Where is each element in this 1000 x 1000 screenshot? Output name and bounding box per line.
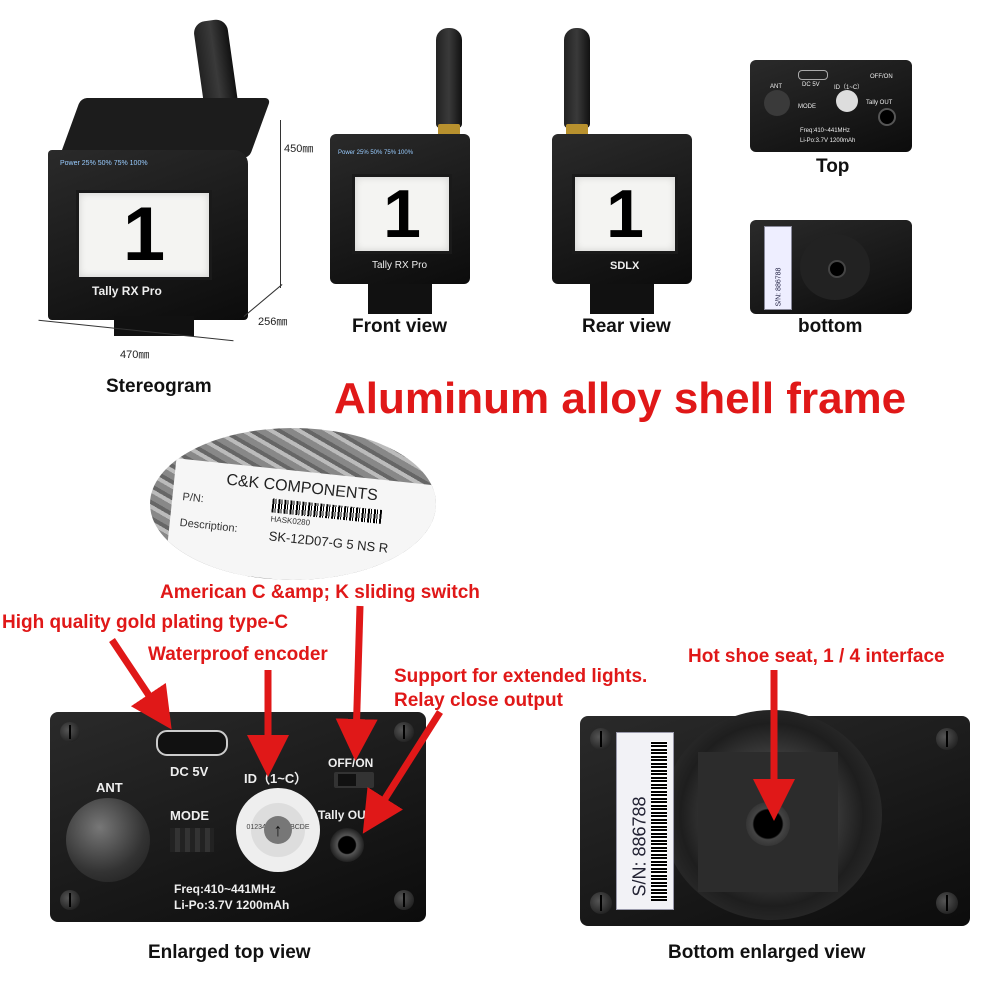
dim-height-line — [280, 120, 281, 288]
model-label: SDLX — [610, 260, 640, 272]
front-view-device: Power 25% 50% 75% 100% 1 Tally RX Pro — [326, 28, 476, 318]
hot-shoe — [114, 316, 194, 336]
callout-encoder: Waterproof encoder — [148, 644, 328, 665]
callout-typec: High quality gold plating type-C — [2, 612, 289, 633]
screw-hole — [828, 260, 846, 278]
ant-label: ANT — [96, 780, 123, 795]
freq-label: Freq:410~441MHz — [174, 882, 276, 896]
rear-view-device: 1 SDLX — [548, 28, 698, 318]
tally-digit: 1 — [606, 176, 644, 252]
tally-out-label: Tally OUT — [866, 100, 893, 106]
tally-display: 1 — [572, 174, 678, 254]
encoder-arrow-icon: ↑ — [264, 816, 292, 844]
dim-width: 470㎜ — [120, 349, 150, 361]
caption-top: Top — [816, 156, 850, 177]
bottom-small-device: S/N: 886788 — [750, 220, 912, 314]
tally-digit: 1 — [383, 176, 421, 252]
dim-height: 450㎜ — [284, 143, 314, 155]
dim-depth: 256㎜ — [258, 316, 288, 328]
id-label: ID（1~C） — [834, 85, 864, 91]
mode-button — [170, 828, 214, 852]
callout-hotshoe: Hot shoe seat, 1 / 4 interface — [688, 646, 945, 667]
power-label: Power 25% 50% 75% 100% — [60, 160, 148, 167]
tally-jack — [878, 108, 896, 126]
model-label: Tally RX Pro — [92, 284, 162, 298]
tally-jack — [330, 828, 364, 862]
serial-sticker: S/N: 886788 — [616, 732, 674, 910]
screw — [60, 890, 80, 910]
ant-label: ANT — [770, 84, 782, 90]
switch-label: OFF/ON — [870, 74, 893, 80]
ant-knob — [66, 798, 150, 882]
device-body: Power 25% 50% 75% 100% 1 Tally RX Pro — [330, 134, 470, 284]
screw — [936, 892, 958, 914]
screw — [936, 728, 958, 750]
caption-bottom-enlarged: Bottom enlarged view — [668, 942, 866, 963]
power-label: Power 25% 50% 75% 100% — [338, 150, 414, 156]
encoder-dial: 0123456789ABCDEF ↑ — [236, 788, 320, 872]
serial-sticker: S/N: 886788 — [764, 226, 792, 310]
screw — [590, 892, 612, 914]
caption-rear: Rear view — [582, 316, 671, 337]
device-body: Power 25% 50% 75% 100% 1 Tally RX Pro — [48, 150, 248, 320]
antenna — [564, 28, 590, 128]
component-label-photo: C&K COMPONENTS P/N: HASK0280 Description… — [150, 428, 436, 580]
screw — [394, 722, 414, 742]
headline: Aluminum alloy shell frame — [334, 374, 907, 423]
stereogram-device: Power 25% 50% 75% 100% 1 Tally RX Pro — [40, 18, 280, 340]
dc-label: DC 5V — [802, 82, 820, 88]
tally-digit: 1 — [122, 192, 166, 277]
dc-label: DC 5V — [170, 764, 209, 779]
mode-label: MODE — [170, 808, 209, 823]
mode-label: MODE — [798, 104, 816, 110]
tally-display: 1 — [76, 190, 212, 280]
ant-knob — [764, 90, 790, 116]
screw — [394, 890, 414, 910]
serial-barcode — [651, 741, 667, 901]
hot-shoe — [590, 284, 654, 314]
battery-label: Li-Po:3.7V 1200mAh — [174, 898, 290, 912]
caption-front: Front view — [352, 316, 448, 337]
caption-enlarged-top: Enlarged top view — [148, 942, 311, 963]
antenna — [436, 28, 462, 128]
callout-ck-switch: American C &amp; K sliding switch — [160, 582, 480, 603]
arrow-ck-switch — [335, 605, 378, 761]
battery-label: Li-Po:3.7V 1200mAh — [800, 138, 856, 144]
callout-support1: Support for extended lights. — [394, 666, 648, 687]
typec-port — [798, 70, 828, 80]
encoder-dial — [836, 90, 858, 112]
freq-label: Freq:410~441MHz — [800, 128, 850, 134]
arrow-typec — [109, 638, 172, 730]
antenna-base — [566, 124, 588, 136]
screw — [590, 728, 612, 750]
antenna-base — [438, 124, 460, 136]
model-label: Tally RX Pro — [372, 260, 428, 271]
caption-stereogram: Stereogram — [106, 376, 212, 397]
device-body: 1 SDLX — [552, 134, 692, 284]
caption-bottom: bottom — [798, 316, 863, 337]
callout-support2: Relay close output — [394, 690, 563, 711]
screw — [60, 722, 80, 742]
switch-knob — [338, 774, 356, 786]
typec-port — [156, 730, 228, 756]
tally-out-label: Tally OUT — [318, 808, 374, 822]
slide-switch — [334, 772, 374, 788]
tally-display: 1 — [352, 174, 452, 254]
hot-shoe — [368, 284, 432, 314]
arrow-support — [362, 710, 443, 834]
top-small-device: ANT DC 5V MODE ID（1~C） OFF/ON Tally OUT … — [750, 60, 912, 152]
